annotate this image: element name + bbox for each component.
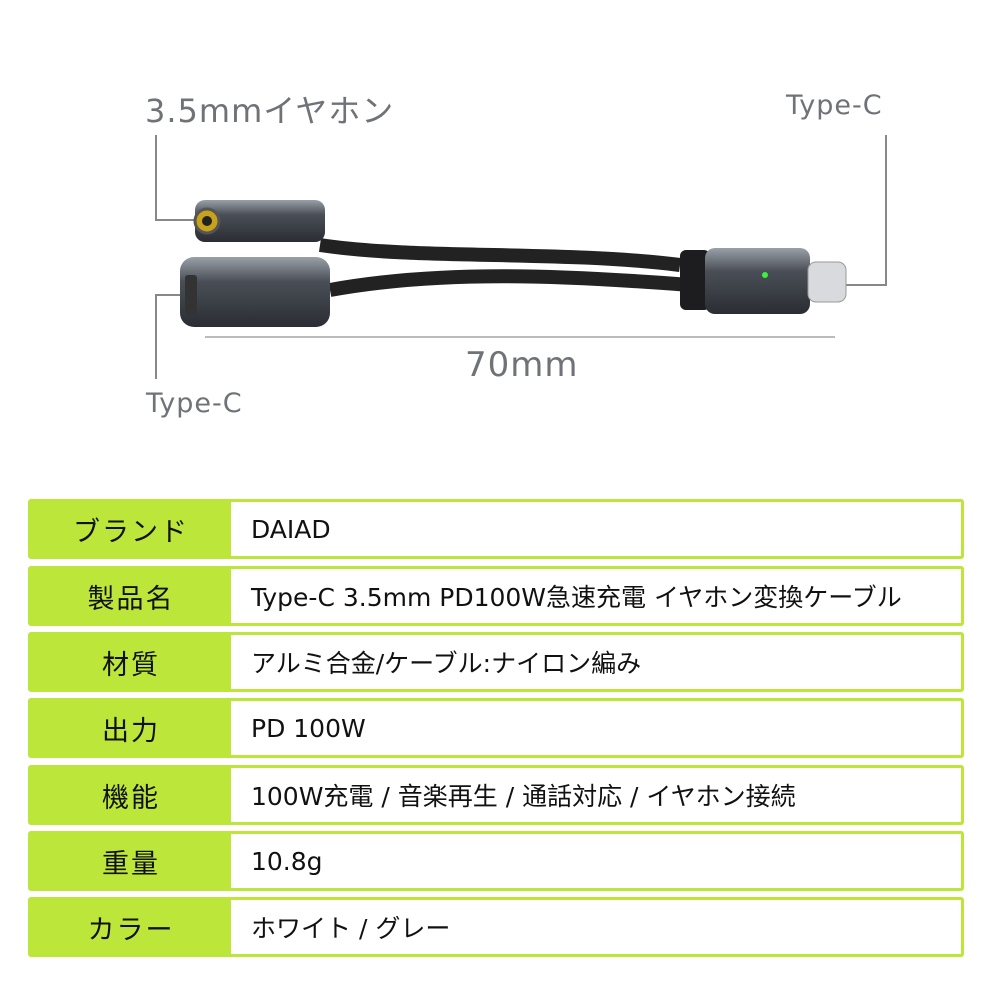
spec-value: 10.8g bbox=[251, 846, 323, 876]
spec-value: 100W充電 / 音楽再生 / 通話対応 / イヤホン接続 bbox=[251, 782, 796, 811]
label-typec-input: Type-C bbox=[146, 388, 243, 419]
spec-row-material: 材質アルミ合金/ケーブル:ナイロン編み bbox=[28, 632, 964, 692]
spec-value: PD 100W bbox=[251, 713, 366, 743]
dimension-line bbox=[205, 336, 835, 338]
callout-line bbox=[155, 294, 195, 296]
spec-key: 重量 bbox=[31, 834, 231, 888]
spec-value: ホワイト / グレー bbox=[251, 914, 451, 943]
label-3-5mm-audio: 3.5mmイヤホン bbox=[145, 92, 395, 130]
spec-key: カラー bbox=[31, 900, 231, 954]
spec-row-brand: ブランド DAIAD bbox=[28, 499, 964, 559]
spec-value: DAIAD bbox=[251, 514, 331, 544]
label-typec-output: Type-C bbox=[786, 90, 883, 121]
spec-row-output: 出力 PD 100W bbox=[28, 698, 964, 758]
spec-row-color: カラーホワイト / グレー bbox=[28, 897, 964, 957]
spec-value: アルミ合金/ケーブル:ナイロン編み bbox=[251, 649, 642, 678]
dimension-label: 70mm bbox=[465, 345, 579, 385]
spec-key: 製品名 bbox=[31, 569, 231, 623]
callout-line bbox=[155, 135, 157, 220]
spec-row-product-name: 製品名 Type-C 3.5mm PD100W急速充電 イヤホン変換ケーブル bbox=[28, 566, 964, 626]
spec-key: 機能 bbox=[31, 768, 231, 822]
callout-line bbox=[155, 219, 200, 221]
spec-key: 材質 bbox=[31, 635, 231, 689]
callout-line bbox=[155, 294, 157, 379]
spec-value: Type-C 3.5mm PD100W急速充電 イヤホン変換ケーブル bbox=[251, 583, 902, 612]
spec-key: ブランド bbox=[31, 502, 231, 556]
spec-row-function: 機能 100W充電 / 音楽再生 / 通話対応 / イヤホン接続 bbox=[28, 765, 964, 825]
callout-line bbox=[845, 284, 887, 286]
callout-line bbox=[885, 135, 887, 285]
spec-row-weight: 重量 10.8g bbox=[28, 831, 964, 891]
cable-product-image bbox=[180, 200, 847, 327]
spec-key: 出力 bbox=[31, 701, 231, 755]
